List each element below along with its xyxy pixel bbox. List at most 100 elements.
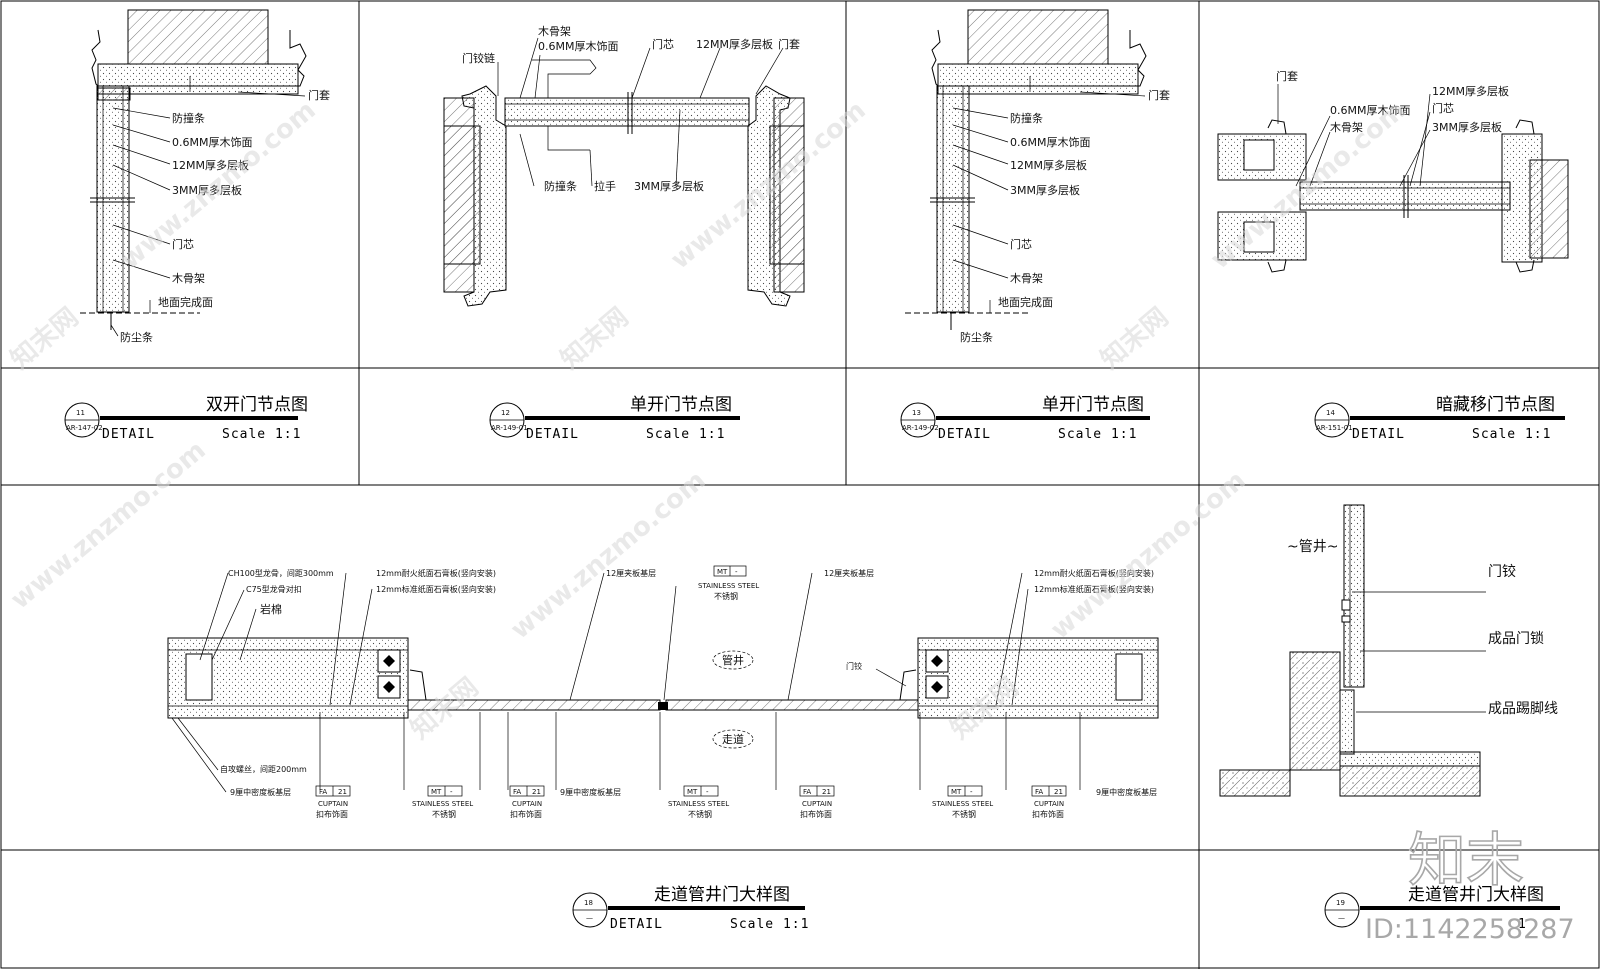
p11-title: 双开门节点图 xyxy=(206,395,308,415)
svg-text:CUPTAIN: CUPTAIN xyxy=(1034,800,1064,808)
p18-l13: 9厘中密度板基层 xyxy=(560,787,621,797)
p18-top-tag-cn: 不锈钢 xyxy=(714,591,738,601)
svg-text:STAINLESS STEEL: STAINLESS STEEL xyxy=(668,800,729,808)
p12-label-6: 防撞条 xyxy=(544,179,577,193)
p19-ref: — xyxy=(1338,914,1345,922)
p13-label-8: 防尘条 xyxy=(960,330,993,344)
svg-text:FA: FA xyxy=(1035,788,1043,796)
p14-num: 14 xyxy=(1326,409,1335,417)
svg-text:www.znzmo.com: www.znzmo.com xyxy=(5,435,211,615)
p11-detail: DETAIL xyxy=(102,427,155,442)
p11-label-8: 防尘条 xyxy=(120,330,153,344)
p18-num: 18 xyxy=(584,899,593,907)
svg-text:21: 21 xyxy=(532,788,541,796)
panel-12-title-block: 12 AR-149-01 单开门节点图 DETAIL Scale 1:1 xyxy=(489,395,740,442)
p19-label-2: 成品门锁 xyxy=(1488,631,1544,647)
panel-18-drawing: 管井 走道 CH100型龙骨，间距300mm C75型龙骨对扣 岩棉 12mm耐… xyxy=(167,565,1159,819)
panel-13-title-block: 13 AR-149-02 单开门节点图 DETAIL Scale 1:1 xyxy=(900,395,1150,442)
p11-num: 11 xyxy=(76,409,85,417)
svg-text:扣布饰面: 扣布饰面 xyxy=(316,809,348,819)
svg-text:MT: MT xyxy=(431,788,442,796)
svg-text:不锈钢: 不锈钢 xyxy=(688,809,712,819)
watermark-logo: 知末 xyxy=(1408,826,1524,894)
p12-label-1: 0.6MM厚木饰面 xyxy=(538,39,618,53)
p14-label-3: 12MM厚多层板 xyxy=(1432,84,1509,98)
p18-top-tag-num: - xyxy=(735,568,738,576)
svg-text:扣布饰面: 扣布饰面 xyxy=(510,809,542,819)
p14-ref: AR-151-01 xyxy=(1316,424,1353,432)
p14-label-5: 3MM厚多层板 xyxy=(1432,120,1502,134)
svg-text:www.znzmo.com: www.znzmo.com xyxy=(1045,465,1251,645)
svg-text:不锈钢: 不锈钢 xyxy=(952,809,976,819)
svg-text:CUPTAIN: CUPTAIN xyxy=(318,800,348,808)
p11-label-2: 0.6MM厚木饰面 xyxy=(172,135,252,149)
p18-l3: 岩棉 xyxy=(260,602,282,616)
p19-label-1: 门铰 xyxy=(1488,564,1516,580)
svg-text:STAINLESS STEEL: STAINLESS STEEL xyxy=(932,800,993,808)
p18-l4: 12mm耐火纸面石膏板(竖向安装) xyxy=(376,568,496,578)
svg-text:www.znzmo.com: www.znzmo.com xyxy=(115,95,321,275)
p14-title: 暗藏移门节点图 xyxy=(1436,395,1555,415)
p11-label-4: 3MM厚多层板 xyxy=(172,183,242,197)
p13-label-2: 0.6MM厚木饰面 xyxy=(1010,135,1090,149)
svg-text:MT: MT xyxy=(951,788,962,796)
svg-text:www.znzmo.com: www.znzmo.com xyxy=(505,465,711,645)
p11-label-0: 门套 xyxy=(308,88,330,102)
p12-label-0: 木骨架 xyxy=(538,25,571,38)
p18-l2: C75型龙骨对扣 xyxy=(246,584,302,594)
p13-label-4: 3MM厚多层板 xyxy=(1010,183,1080,197)
svg-text:-: - xyxy=(706,788,709,796)
p18-ref: — xyxy=(586,914,593,922)
panel-19-title-block: 19 — 走道管井门大样图 1 xyxy=(1324,885,1560,932)
p11-label-7: 地面完成面 xyxy=(158,295,213,309)
panel-14-drawing: 门套 0.6MM厚木饰面 木骨架 12MM厚多层板 门芯 3MM厚多层板 xyxy=(1217,69,1569,273)
svg-text:21: 21 xyxy=(822,788,831,796)
svg-text:FA: FA xyxy=(513,788,521,796)
p14-label-2: 木骨架 xyxy=(1330,121,1363,134)
panel-11-title-block: 11 AR-147-02 双开门节点图 DETAIL Scale 1:1 xyxy=(64,395,308,442)
svg-text:-: - xyxy=(450,788,453,796)
svg-text:CUPTAIN: CUPTAIN xyxy=(512,800,542,808)
p18-l12: 9厘中密度板基层 xyxy=(230,787,291,797)
p18-l10: 门铰 xyxy=(846,661,862,671)
p12-scale: Scale 1:1 xyxy=(646,427,725,442)
p13-label-0: 门套 xyxy=(1148,88,1170,102)
panel-13-drawing: 门套 防撞条 0.6MM厚木饰面 12MM厚多层板 3MM厚多层板 门芯 木骨架… xyxy=(905,9,1170,344)
p13-scale: Scale 1:1 xyxy=(1058,427,1137,442)
p18-l11: 自攻螺丝，间距200mm xyxy=(220,764,307,774)
p18-l5: 12mm标准纸面石膏板(竖向安装) xyxy=(376,584,496,594)
p19-num: 19 xyxy=(1336,899,1345,907)
p18-l7: 12厘夹板基层 xyxy=(824,568,874,578)
svg-text:知末网: 知末网 xyxy=(5,302,84,375)
svg-text:21: 21 xyxy=(338,788,347,796)
svg-text:-: - xyxy=(970,788,973,796)
p11-label-6: 木骨架 xyxy=(172,272,205,285)
p14-label-0: 门套 xyxy=(1276,69,1298,83)
p19-scale-frag: 1 xyxy=(1518,917,1527,932)
p11-label-3: 12MM厚多层板 xyxy=(172,158,249,172)
panel-14-title-block: 14 AR-151-01 暗藏移门节点图 DETAIL Scale 1:1 xyxy=(1314,395,1565,442)
p14-label-4: 门芯 xyxy=(1432,101,1454,115)
p13-label-6: 木骨架 xyxy=(1010,272,1043,285)
p12-detail: DETAIL xyxy=(526,427,579,442)
svg-text:FA: FA xyxy=(803,788,811,796)
p12-label-4: 门套 xyxy=(778,37,800,51)
p18-l6: 12厘夹板基层 xyxy=(606,568,656,578)
panel-19-drawing: ~管井~ 门铰 成品门锁 成品踢脚线 xyxy=(1219,504,1558,797)
p12-num: 12 xyxy=(501,409,510,417)
p13-ref: AR-149-02 xyxy=(902,424,939,432)
p12-label-3: 12MM厚多层板 xyxy=(696,37,773,51)
p18-l14: 9厘中密度板基层 xyxy=(1096,787,1157,797)
svg-text:CUPTAIN: CUPTAIN xyxy=(802,800,832,808)
p14-detail: DETAIL xyxy=(1352,427,1405,442)
svg-text:21: 21 xyxy=(1054,788,1063,796)
p18-l9: 12mm标准纸面石膏板(竖向安装) xyxy=(1034,584,1154,594)
p12-label-5: 门铰链 xyxy=(462,51,495,65)
